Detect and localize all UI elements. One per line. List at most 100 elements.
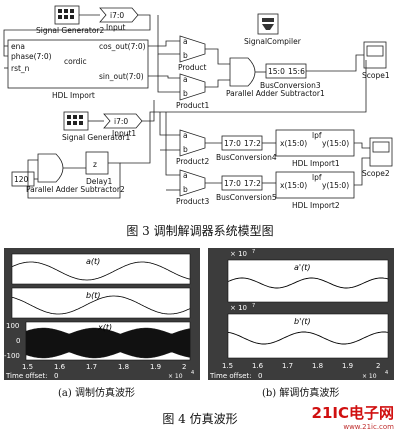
signal-compiler-icon xyxy=(262,18,274,30)
product2-label: Product2 xyxy=(176,157,209,166)
bus-conv5-out: 17:2 xyxy=(244,179,261,188)
constant-value: 120 xyxy=(14,175,29,184)
left-exponent: × 10 xyxy=(168,373,183,380)
svg-text:1.8: 1.8 xyxy=(312,362,323,370)
svg-text:1.8: 1.8 xyxy=(118,363,129,371)
plot-b-prime-title: b'(t) xyxy=(294,317,311,326)
svg-text:1.6: 1.6 xyxy=(54,363,66,371)
adder1-label: Parallel Adder Subtractor1 xyxy=(226,89,325,98)
product3-port-b: b xyxy=(183,185,188,194)
adder-subtractor1-block xyxy=(229,57,256,87)
delay-text: z xyxy=(93,160,97,169)
left-exponent-power: 4 xyxy=(191,370,194,376)
svg-text:1.7: 1.7 xyxy=(282,362,293,370)
plot-a-title: a(t) xyxy=(86,257,100,266)
figure4-caption: 图 4 仿真波形 xyxy=(162,412,238,426)
product2-port-a: a xyxy=(183,131,188,140)
signal-generator1-label: Signal Generator1 xyxy=(62,133,131,142)
product-port-b: b xyxy=(183,51,188,60)
plot-x-tick-neg100: -100 xyxy=(4,352,20,360)
right-multiplier-bottom-power: 7 xyxy=(252,303,255,309)
delay1-block xyxy=(85,151,109,175)
bus-conv4-out: 17:2 xyxy=(244,139,261,148)
modulation-waveforms: a(t) b(t) x(t) 100 0 -100 1.5 1.6 1.7 1.… xyxy=(4,248,200,380)
bus-conv5-label: BusConversion5 xyxy=(216,193,277,202)
subcaption-a: (a) 调制仿真波形 xyxy=(58,388,135,399)
hdl-import2-center: lpf xyxy=(312,173,322,182)
product3-port-a: a xyxy=(183,171,188,180)
svg-text:1.6: 1.6 xyxy=(252,362,264,370)
hdl-import2-out: y(15:0) xyxy=(322,181,349,190)
hdl-import1-label: HDL Import1 xyxy=(292,159,340,168)
svg-text:2: 2 xyxy=(376,362,380,370)
hdl-import-block xyxy=(7,39,149,89)
product-port-a: a xyxy=(183,37,188,46)
product3-block xyxy=(179,169,206,197)
signal-compiler-label: SignalCompiler xyxy=(244,37,302,46)
product-block xyxy=(179,35,206,63)
connection-lines xyxy=(3,14,370,199)
adder-subtractor2-block xyxy=(37,153,64,183)
wave-a-line xyxy=(11,261,191,281)
hdl-import1-out: y(15:0) xyxy=(322,139,349,148)
right-time-offset-value: 0 xyxy=(258,372,262,380)
wave-b-prime-line xyxy=(227,331,389,345)
right-x-ticks: 1.5 1.6 1.7 1.8 1.9 2 xyxy=(222,362,380,370)
right-multiplier-top-power: 7 xyxy=(252,249,255,255)
bus-conv4-in: 17:0 xyxy=(224,139,241,148)
subcaption-b: (b) 解调仿真波形 xyxy=(262,388,340,399)
hdl-import2-in: x(15:0) xyxy=(280,181,307,190)
hdl-import1-in: x(15:0) xyxy=(280,139,307,148)
product-label: Product xyxy=(178,63,207,72)
adder2-label: Parallel Adder Subtractor2 xyxy=(26,185,125,194)
product2-block xyxy=(179,129,206,157)
right-time-offset: Time offset: xyxy=(209,372,252,380)
bus-conv3-label: BusConversion3 xyxy=(260,81,321,90)
demodulation-waveforms: × 10 7 a'(t) × 10 7 b'(t) 1.5 1.6 1.7 1.… xyxy=(208,248,394,380)
input-label: Input xyxy=(106,23,125,32)
hdl-port-rst: rst_n xyxy=(11,64,30,73)
product2-port-b: b xyxy=(183,145,188,154)
svg-text:1.9: 1.9 xyxy=(342,362,353,370)
wave-x-fill xyxy=(25,327,191,359)
bus-conv3-out: 15:6 xyxy=(288,67,305,76)
right-exponent: × 10 xyxy=(362,373,377,380)
delay-label: Delay1 xyxy=(86,177,113,186)
right-multiplier-bottom: × 10 xyxy=(230,304,247,312)
scope2-label: Scope2 xyxy=(362,169,390,178)
bus-conv5-in: 17:0 xyxy=(224,179,241,188)
product3-label: Product3 xyxy=(176,197,209,206)
right-multiplier-top: × 10 xyxy=(230,250,247,258)
wave-b-line xyxy=(11,295,191,315)
plot-x-tick-0: 0 xyxy=(16,337,20,345)
left-x-ticks: 1.5 1.6 1.7 1.8 1.9 2 xyxy=(22,363,186,371)
scope1-label: Scope1 xyxy=(362,71,390,80)
plot-x-tick-100: 100 xyxy=(6,322,19,330)
signal-generator2-label: Signal Generator2 xyxy=(36,26,105,35)
bus-conv3-in: 15:0 xyxy=(268,67,285,76)
product1-block xyxy=(179,73,206,101)
hdl-import-center: cordic xyxy=(64,57,87,66)
plot-x: x(t) 100 0 -100 xyxy=(4,321,191,361)
plot-b-title: b(t) xyxy=(86,291,100,300)
modem-system-model: Signal Generator2 i7:0 Input SignalCompi… xyxy=(3,5,393,210)
svg-text:1.5: 1.5 xyxy=(222,362,233,370)
svg-text:1.7: 1.7 xyxy=(86,363,97,371)
input1-label: Input1 xyxy=(112,129,136,138)
figure3-caption: 图 3 调制解调器系统模型图 xyxy=(126,224,274,238)
svg-text:2: 2 xyxy=(182,363,186,371)
signal-generator2-icon xyxy=(58,9,74,19)
plot-a-prime: a'(t) xyxy=(227,259,389,303)
product1-label: Product1 xyxy=(176,101,209,110)
hdl-import1-center: lpf xyxy=(312,131,322,140)
scope2-block xyxy=(369,137,393,167)
input-value: i7:0 xyxy=(110,11,124,20)
plot-b: b(t) xyxy=(11,287,191,319)
signal-generator1-icon xyxy=(67,115,83,125)
input1-block xyxy=(103,113,143,129)
hdl-port-ena: ena xyxy=(11,42,25,51)
plot-a-prime-title: a'(t) xyxy=(294,263,310,272)
hdl-import-label: HDL Import xyxy=(52,91,95,100)
input-block xyxy=(99,7,139,23)
